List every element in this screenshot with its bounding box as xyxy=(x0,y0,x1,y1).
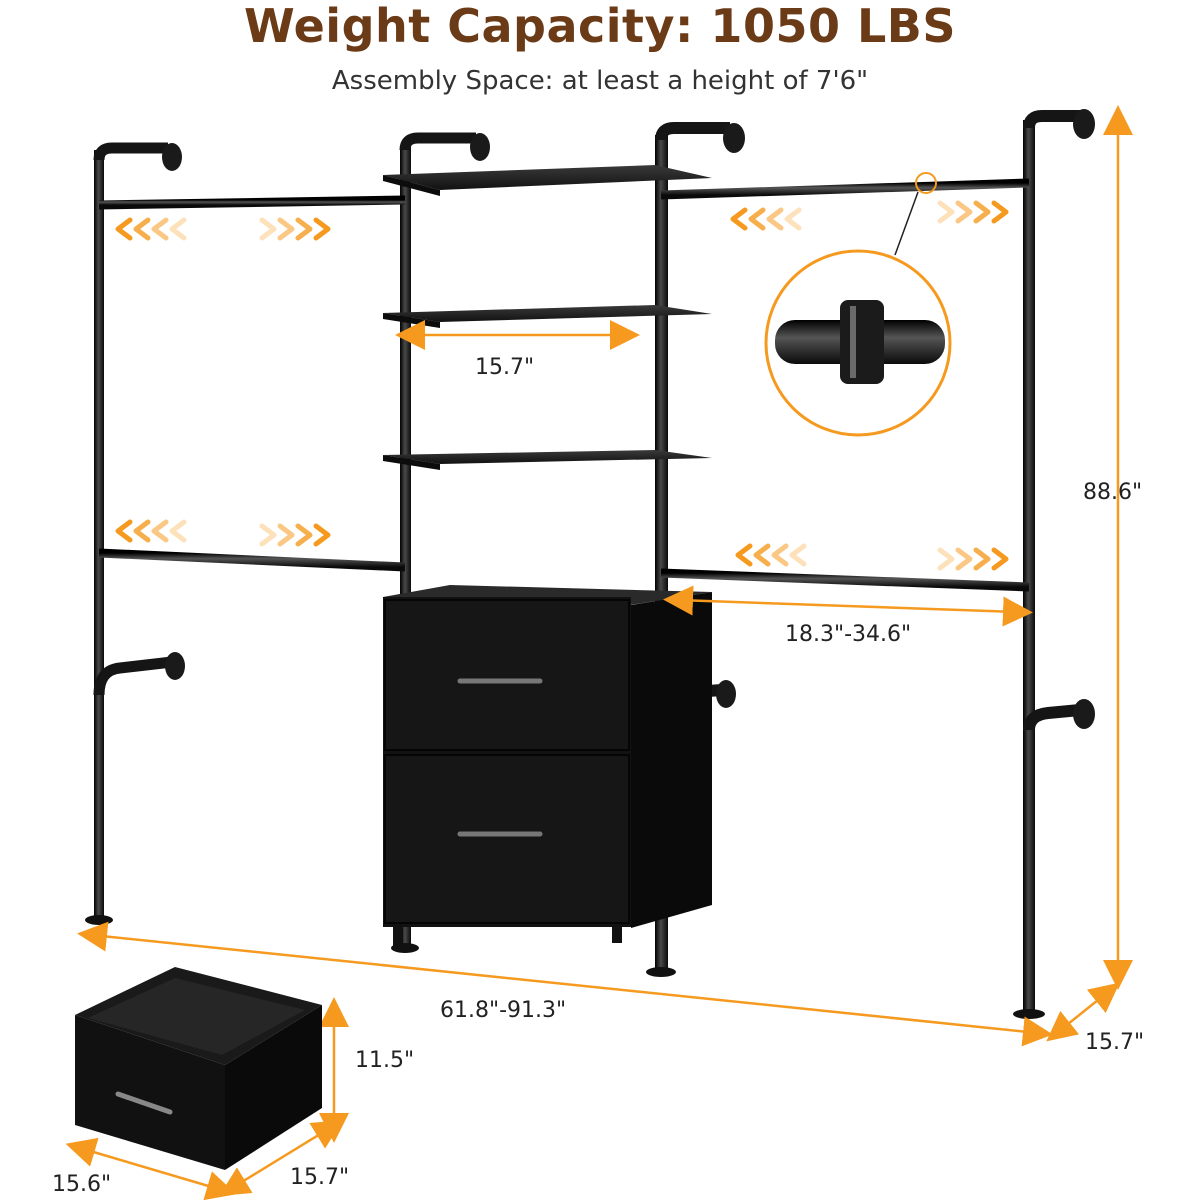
label-shelf-width: 15.7" xyxy=(475,355,535,380)
label-total-height: 88.6" xyxy=(1083,480,1143,505)
fabric-drawer-bin xyxy=(75,967,322,1170)
rod-left-top xyxy=(98,195,406,210)
adjust-arrows xyxy=(115,200,1009,571)
rod-left-bottom xyxy=(98,548,406,572)
dim-line-depth xyxy=(1046,982,1120,1042)
joint-detail-callout xyxy=(764,172,952,437)
title: Weight Capacity: 1050 LBS xyxy=(244,0,956,53)
label-drawer-height: 11.5" xyxy=(355,1048,415,1073)
post-far-left xyxy=(94,150,104,920)
foot-far-right xyxy=(1013,1009,1045,1019)
dim-line-drawer-depth xyxy=(219,1120,343,1196)
wooden-shelves xyxy=(383,165,712,470)
shelf-top xyxy=(383,165,712,190)
label-drawer-depth: 15.7" xyxy=(290,1165,350,1190)
foot-far-left xyxy=(85,915,113,925)
drawer-unit xyxy=(383,585,712,947)
wall-mounts-top xyxy=(93,109,1095,171)
subtitle: Assembly Space: at least a height of 7'6… xyxy=(331,66,869,96)
post-far-right xyxy=(1023,120,1035,1015)
label-rod-length: 18.3"-34.6" xyxy=(785,622,912,647)
dim-line-drawer-width xyxy=(65,1137,237,1200)
drawer-bottom xyxy=(384,754,630,924)
bin-handle xyxy=(115,1091,173,1115)
dim-line-rod-length xyxy=(663,585,1033,627)
drawer-top xyxy=(384,599,630,751)
label-total-width: 61.8"-91.3" xyxy=(440,998,567,1023)
post-center-left xyxy=(400,145,411,945)
foot-center-right xyxy=(646,967,676,977)
label-depth: 15.7" xyxy=(1085,1030,1145,1055)
rod-right-top xyxy=(660,178,1030,200)
dim-line-total-width xyxy=(77,921,1053,1047)
label-drawer-width: 15.6" xyxy=(52,1172,112,1197)
dimension-lines xyxy=(65,105,1133,1200)
shelf-middle xyxy=(383,305,712,322)
shelf-bottom xyxy=(383,450,712,464)
hanging-rods xyxy=(98,178,1030,592)
rod-right-bottom xyxy=(660,568,1030,592)
